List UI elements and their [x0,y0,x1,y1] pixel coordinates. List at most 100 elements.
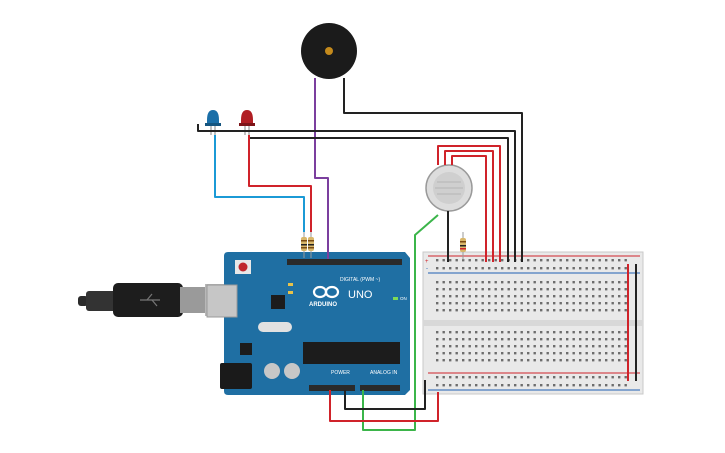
breadboard-hole[interactable] [449,345,452,348]
breadboard-hole[interactable] [546,345,549,348]
breadboard-hole[interactable] [527,345,530,348]
breadboard-hole[interactable] [585,359,588,362]
breadboard-hole[interactable] [455,259,458,262]
breadboard-hole[interactable] [572,338,575,341]
breadboard-hole[interactable] [527,384,530,387]
breadboard-hole[interactable] [598,359,601,362]
breadboard-hole[interactable] [572,359,575,362]
breadboard-hole[interactable] [481,384,484,387]
breadboard-hole[interactable] [468,302,471,305]
breadboard-hole[interactable] [559,288,562,291]
breadboard-hole[interactable] [592,331,595,334]
breadboard-hole[interactable] [553,302,556,305]
breadboard-hole[interactable] [559,359,562,362]
breadboard-hole[interactable] [598,376,601,379]
breadboard-hole[interactable] [514,302,517,305]
breadboard-hole[interactable] [559,309,562,312]
breadboard-hole[interactable] [494,338,497,341]
breadboard-hole[interactable] [520,281,523,284]
breadboard-hole[interactable] [624,281,627,284]
breadboard-hole[interactable] [572,302,575,305]
breadboard-hole[interactable] [481,295,484,298]
breadboard-hole[interactable] [579,267,582,270]
breadboard-hole[interactable] [501,295,504,298]
breadboard-hole[interactable] [462,281,465,284]
breadboard-hole[interactable] [533,259,536,262]
breadboard-hole[interactable] [553,352,556,355]
breadboard-hole[interactable] [605,281,608,284]
breadboard-hole[interactable] [455,345,458,348]
breadboard-hole[interactable] [501,345,504,348]
breadboard-hole[interactable] [618,309,621,312]
breadboard-hole[interactable] [624,338,627,341]
breadboard-hole[interactable] [507,376,510,379]
breadboard-hole[interactable] [585,302,588,305]
breadboard-hole[interactable] [455,338,458,341]
breadboard-hole[interactable] [475,345,478,348]
breadboard-hole[interactable] [566,281,569,284]
breadboard-hole[interactable] [520,338,523,341]
breadboard-hole[interactable] [488,302,491,305]
breadboard-hole[interactable] [611,288,614,291]
breadboard-hole[interactable] [455,384,458,387]
breadboard-hole[interactable] [501,302,504,305]
breadboard-hole[interactable] [592,352,595,355]
breadboard-hole[interactable] [605,338,608,341]
breadboard-hole[interactable] [598,309,601,312]
breadboard-hole[interactable] [579,338,582,341]
breadboard-hole[interactable] [618,288,621,291]
breadboard-hole[interactable] [455,295,458,298]
breadboard-hole[interactable] [618,376,621,379]
breadboard-hole[interactable] [501,267,504,270]
breadboard-hole[interactable] [455,359,458,362]
breadboard-hole[interactable] [624,331,627,334]
breadboard-hole[interactable] [572,384,575,387]
breadboard-hole[interactable] [449,295,452,298]
breadboard-hole[interactable] [605,345,608,348]
breadboard-hole[interactable] [572,281,575,284]
breadboard-hole[interactable] [572,288,575,291]
breadboard-hole[interactable] [546,281,549,284]
breadboard-hole[interactable] [488,331,491,334]
breadboard-hole[interactable] [611,352,614,355]
breadboard-hole[interactable] [481,259,484,262]
breadboard-hole[interactable] [546,352,549,355]
breadboard-hole[interactable] [507,281,510,284]
breadboard-hole[interactable] [533,331,536,334]
breadboard-hole[interactable] [598,267,601,270]
breadboard-hole[interactable] [553,309,556,312]
breadboard-hole[interactable] [514,295,517,298]
breadboard-hole[interactable] [540,338,543,341]
breadboard-hole[interactable] [481,338,484,341]
breadboard-hole[interactable] [507,359,510,362]
breadboard-hole[interactable] [449,259,452,262]
breadboard-hole[interactable] [462,352,465,355]
breadboard-hole[interactable] [520,331,523,334]
breadboard-hole[interactable] [455,281,458,284]
breadboard-hole[interactable] [533,384,536,387]
breadboard-hole[interactable] [559,259,562,262]
breadboard-hole[interactable] [449,384,452,387]
breadboard-hole[interactable] [566,345,569,348]
breadboard-hole[interactable] [546,295,549,298]
breadboard-hole[interactable] [566,259,569,262]
breadboard-hole[interactable] [618,259,621,262]
breadboard-hole[interactable] [540,352,543,355]
breadboard-hole[interactable] [585,345,588,348]
breadboard-hole[interactable] [585,376,588,379]
breadboard-hole[interactable] [585,309,588,312]
breadboard-hole[interactable] [592,288,595,291]
breadboard-hole[interactable] [553,384,556,387]
breadboard-hole[interactable] [442,352,445,355]
breadboard-hole[interactable] [598,338,601,341]
breadboard-hole[interactable] [566,302,569,305]
breadboard-hole[interactable] [494,259,497,262]
breadboard-hole[interactable] [611,359,614,362]
breadboard-hole[interactable] [481,288,484,291]
breadboard-hole[interactable] [520,352,523,355]
breadboard-hole[interactable] [494,302,497,305]
breadboard-hole[interactable] [455,288,458,291]
breadboard-hole[interactable] [449,331,452,334]
breadboard-hole[interactable] [546,359,549,362]
breadboard-hole[interactable] [585,288,588,291]
